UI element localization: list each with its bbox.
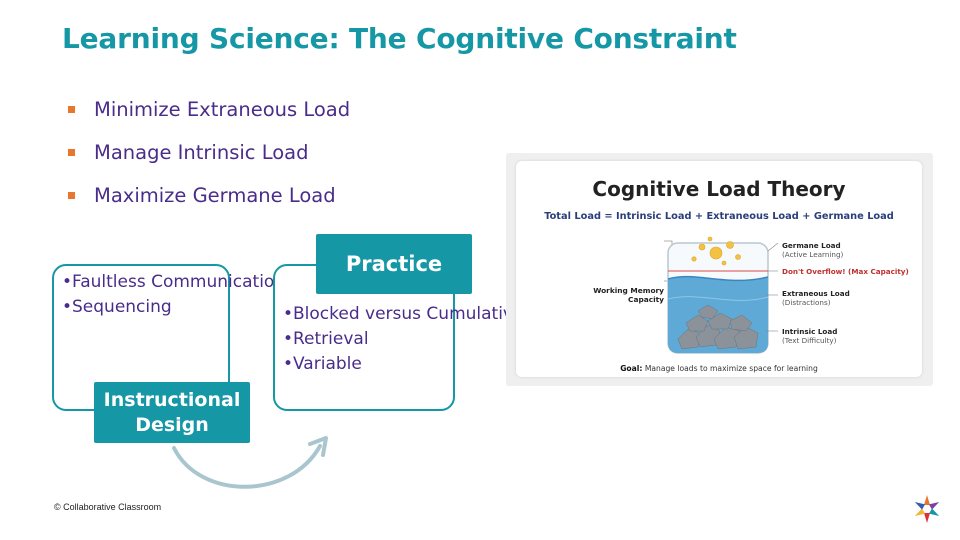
extraneous-load-sub: (Distractions) [782, 298, 831, 307]
list-item: Blocked versus Cumulative [283, 303, 523, 325]
figure-title: Cognitive Load Theory [592, 177, 846, 201]
figure-card: Cognitive Load Theory Total Load = Intri… [516, 161, 922, 377]
overflow-label: Don't Overflow! (Max Capacity) [782, 267, 909, 276]
beaker-illustration [664, 236, 779, 354]
key-points: Minimize Extraneous Load Manage Intrinsi… [68, 88, 350, 217]
extraneous-load-name: Extraneous Load [782, 289, 850, 298]
instructional-design-label: Instructional Design [94, 382, 250, 443]
slide-title: Learning Science: The Cognitive Constrai… [62, 22, 737, 55]
list-item: Sequencing [62, 296, 285, 318]
figure-goal: Goal: Manage loads to maximize space for… [516, 364, 922, 373]
list-item: Faultless Communication [62, 271, 285, 293]
working-memory-label: Working Memory Capacity [593, 286, 664, 304]
practice-label: Practice [316, 234, 472, 294]
collaborative-classroom-logo [914, 495, 940, 523]
bullet-text: Minimize Extraneous Load [94, 98, 351, 121]
goal-text: Manage loads to maximize space for learn… [642, 364, 818, 373]
list-item: Variable [283, 353, 523, 375]
square-bullet-icon [68, 106, 75, 113]
germane-load-label: Germane Load(Active Learning) [782, 241, 843, 259]
list-item: Retrieval [283, 328, 523, 350]
bullet-text: Manage Intrinsic Load [94, 141, 309, 164]
square-bullet-icon [68, 149, 75, 156]
bullet-item: Maximize Germane Load [68, 174, 350, 217]
copyright: © Collaborative Classroom [54, 502, 162, 512]
bullet-item: Manage Intrinsic Load [68, 131, 350, 174]
curved-arrow-icon [172, 436, 328, 489]
instructional-design-label-text: Instructional Design [103, 388, 241, 436]
practice-list: Blocked versus Cumulative Retrieval Vari… [283, 303, 523, 378]
intrinsic-load-sub: (Text Difficulty) [782, 336, 837, 345]
bullet-text: Maximize Germane Load [94, 184, 336, 207]
instructional-design-list: Faultless Communication Sequencing [62, 271, 285, 321]
cognitive-load-figure: Cognitive Load Theory Total Load = Intri… [506, 153, 933, 386]
intrinsic-load-name: Intrinsic Load [782, 327, 838, 336]
germane-load-name: Germane Load [782, 241, 841, 250]
intrinsic-load-label: Intrinsic Load(Text Difficulty) [782, 327, 837, 345]
goal-label: Goal: [620, 364, 643, 373]
germane-load-sub: (Active Learning) [782, 250, 844, 259]
square-bullet-icon [68, 192, 75, 199]
figure-equation: Total Load = Intrinsic Load + Extraneous… [544, 211, 894, 222]
extraneous-load-label: Extraneous Load(Distractions) [782, 289, 850, 307]
bullet-item: Minimize Extraneous Load [68, 88, 350, 131]
